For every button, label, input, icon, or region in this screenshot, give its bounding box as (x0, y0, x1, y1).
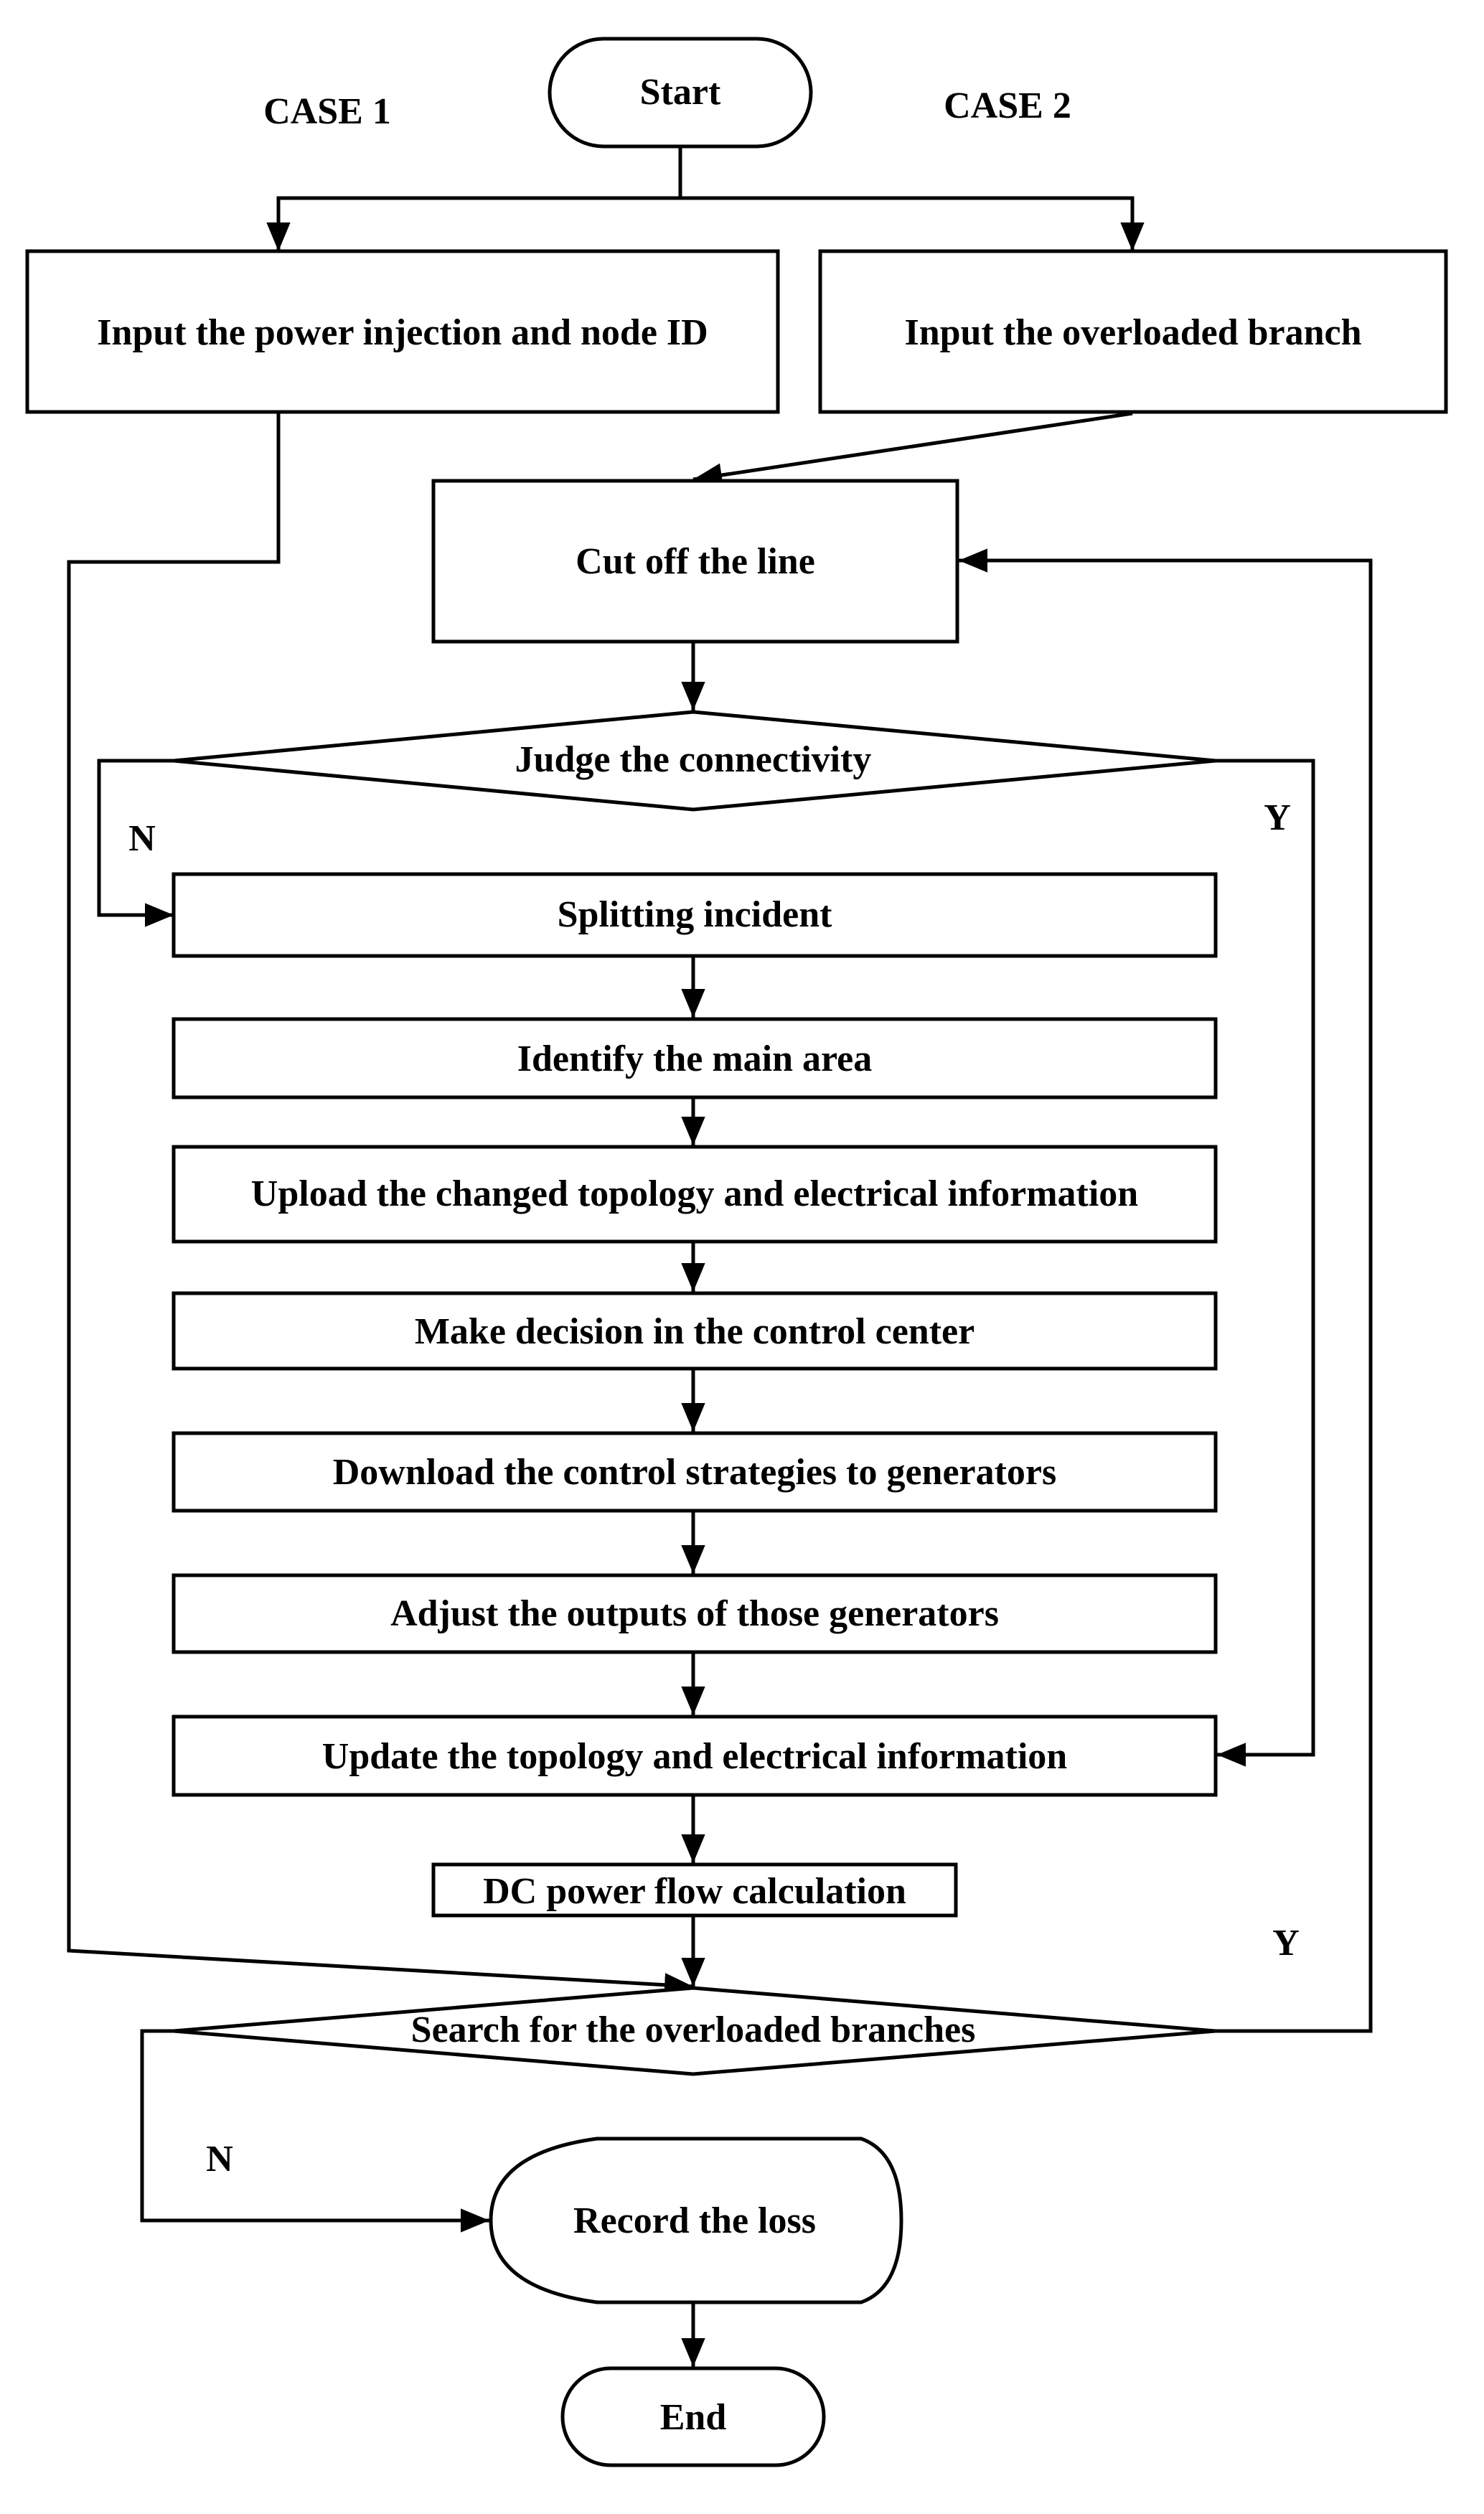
splitting-label: Splitting incident (558, 894, 833, 935)
node-input-branch: Input the overloaded branch (818, 249, 1448, 414)
cut-line-label: Cut off the line (576, 541, 815, 582)
node-adjust: Adjust the outputs of those generators (172, 1573, 1218, 1654)
node-dc-flow: DC power flow calculation (431, 1862, 958, 1918)
judge-no-label: N (128, 818, 156, 859)
search-yes-label: Y (1272, 1923, 1300, 1964)
node-splitting: Splitting incident (172, 872, 1218, 958)
connector-start-to-case2 (680, 196, 1145, 251)
identify-label: Identify the main area (517, 1038, 872, 1079)
node-end: End (560, 2366, 826, 2467)
judge-yes-label: Y (1264, 797, 1291, 838)
connector-power-to-search (67, 413, 694, 1997)
input-power-label: Input the power injection and node ID (97, 312, 708, 353)
node-input-power: Input the power injection and node ID (25, 249, 780, 414)
node-download: Download the control strategies to gener… (172, 1431, 1218, 1513)
end-label: End (660, 2397, 727, 2438)
node-record-loss: Record the loss (489, 2137, 903, 2304)
search-no-label: N (206, 2139, 233, 2180)
node-upload: Upload the changed topology and electric… (172, 1145, 1218, 1244)
dc-flow-label: DC power flow calculation (483, 1871, 906, 1912)
record-label: Record the loss (573, 2200, 816, 2241)
download-label: Download the control strategies to gener… (333, 1452, 1057, 1493)
node-judge-connectivity: Judge the connectivity (173, 710, 1216, 812)
input-branch-label: Input the overloaded branch (904, 312, 1361, 353)
node-update: Update the topology and electrical infor… (172, 1715, 1218, 1797)
update-label: Update the topology and electrical infor… (322, 1736, 1068, 1777)
adjust-label: Adjust the outputs of those generators (390, 1593, 999, 1634)
case2-label: CASE 2 (944, 85, 1071, 126)
connector-judge-yes (1216, 759, 1315, 1767)
node-start: Start (548, 37, 813, 149)
connectors (67, 148, 1373, 2367)
node-decision: Make decision in the control center (172, 1291, 1218, 1371)
connector-judge-no (97, 759, 174, 927)
node-search-overloaded: Search for the overloaded branches (173, 1986, 1216, 2076)
connector-search-no (140, 2029, 489, 2233)
judge-label: Judge the connectivity (515, 739, 872, 780)
node-cut-line: Cut off the line (431, 479, 959, 644)
start-label: Start (640, 72, 721, 113)
upload-label: Upload the changed topology and electric… (251, 1173, 1139, 1214)
connector-start-to-case1 (266, 196, 680, 251)
node-identify: Identify the main area (172, 1017, 1218, 1099)
connector-search-yes (959, 548, 1373, 2033)
decision-label: Make decision in the control center (415, 1311, 975, 1352)
search-label: Search for the overloaded branches (411, 2009, 976, 2050)
connector-branch-to-cut (692, 411, 1133, 487)
case1-label: CASE 1 (263, 91, 391, 132)
